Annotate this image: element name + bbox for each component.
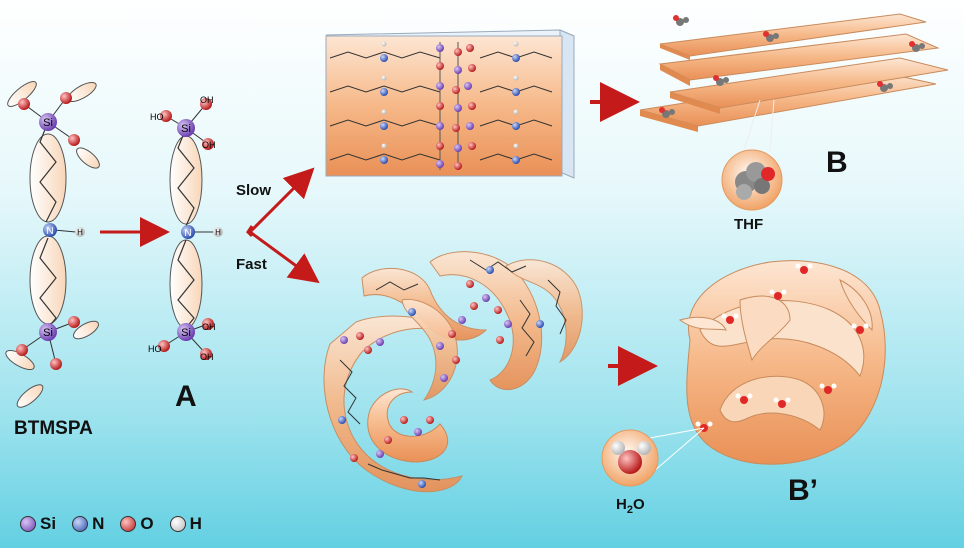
slow-label: Slow	[236, 182, 272, 199]
b-label: B	[826, 146, 848, 179]
atom-legend: Si N O H	[20, 514, 212, 534]
btmspa-h-label: H	[77, 228, 83, 237]
h2o-label-subscript: 2	[626, 504, 633, 516]
a-label: A	[175, 380, 197, 413]
a-n-label: N	[184, 228, 191, 239]
branch-vertex	[246, 225, 254, 238]
a-ho-top-label: HO	[150, 112, 164, 122]
legend-item-n: N	[72, 514, 104, 534]
fast-label: Fast	[236, 256, 267, 273]
legend-h-swatch	[169, 516, 186, 532]
btmspa-si-top-label: Si	[43, 117, 53, 129]
a-oh-bottom1-label: OH	[202, 322, 216, 332]
a-oh-bottom2-label: OH	[200, 352, 214, 362]
legend-n-label: N	[92, 514, 105, 533]
stacked-sheets	[639, 13, 949, 211]
h2o-oxygen	[618, 450, 642, 474]
legend-item-si: Si	[20, 514, 56, 534]
b-prime-label: B’	[788, 474, 818, 507]
a-ho-bottom-label: HO	[148, 344, 162, 354]
legend-item-o: O	[120, 514, 154, 534]
legend-o-label: O	[140, 514, 154, 533]
h2o-label: H2O	[616, 496, 645, 516]
legend-n-swatch	[72, 516, 89, 532]
a-si-bottom-label: Si	[181, 327, 191, 339]
thf-label: THF	[734, 216, 764, 233]
fast-arrow	[249, 230, 320, 284]
btmspa-si-bottom-label: Si	[43, 327, 53, 339]
a-h-label: H	[215, 228, 221, 237]
legend-o-swatch	[120, 516, 137, 532]
legend-h-label: H	[189, 514, 202, 533]
legend-si-swatch	[20, 516, 36, 532]
a-molecule: HO OH OH Si N H Si HO OH OH	[148, 95, 223, 362]
lamellar-block	[325, 29, 575, 179]
h2o-label-h: H	[616, 496, 627, 513]
h2o-label-o: O	[632, 496, 645, 513]
btmspa-n-label: N	[46, 226, 53, 237]
legend-item-h: H	[169, 514, 202, 534]
aggregated-particle	[601, 260, 886, 487]
btmspa-label: BTMSPA	[14, 418, 93, 439]
btmspa-molecule: Si N H Si	[5, 81, 100, 408]
a-oh-top1-label: OH	[200, 95, 214, 105]
disordered-network	[323, 251, 583, 493]
legend-si-label: Si	[40, 514, 57, 533]
slow-arrow	[248, 167, 315, 234]
a-si-top-label: Si	[181, 123, 191, 135]
a-oh-top2-label: OH	[202, 140, 216, 150]
thf-oxygen	[761, 167, 775, 181]
